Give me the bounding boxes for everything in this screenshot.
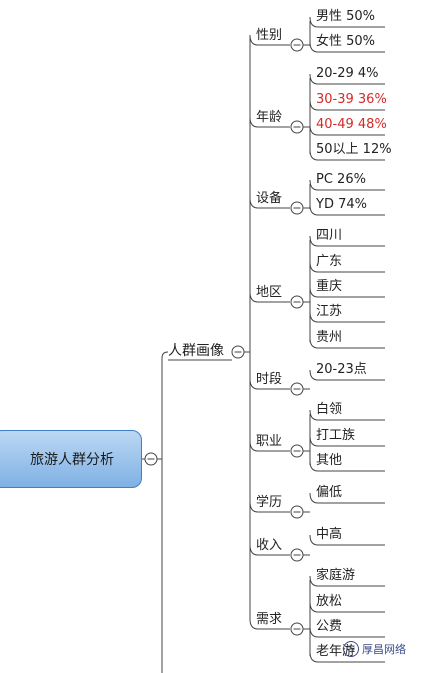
leaf-underline-region-1 (309, 261, 385, 273)
leaf-node-age-3[interactable]: 50以上 12% (316, 142, 392, 157)
category-collapse-icon-region[interactable] (290, 295, 304, 309)
leaf-underline-time-0 (309, 369, 385, 381)
category-label-gender[interactable]: 性别 (256, 28, 283, 43)
category-collapse-icon-device[interactable] (290, 201, 304, 215)
watermark-logo-icon: ◎ (343, 641, 359, 657)
category-label-age[interactable]: 年龄 (256, 110, 283, 125)
leaf-node-job-2[interactable]: 其他 (316, 453, 343, 468)
leaf-node-job-1[interactable]: 打工族 (316, 428, 356, 443)
leaf-node-income-0[interactable]: 中高 (316, 527, 343, 542)
category-underline-device (249, 197, 290, 209)
leaf-node-region-0[interactable]: 四川 (316, 228, 343, 243)
root-label: 旅游人群分析 (30, 452, 114, 468)
root-node[interactable]: 旅游人群分析 (0, 430, 142, 488)
category-underline-job (249, 440, 290, 452)
leaf-underline-need-2 (309, 626, 385, 638)
category-label-device[interactable]: 设备 (256, 191, 283, 206)
category-collapse-icon-job[interactable] (290, 444, 304, 458)
leaf-underline-income-0 (309, 534, 385, 546)
category-underline-edu (249, 501, 290, 513)
leaf-node-gender-0[interactable]: 男性 50% (316, 9, 376, 24)
leaf-underline-gender-0 (309, 16, 385, 28)
leaf-node-age-2[interactable]: 40-49 48% (316, 117, 387, 132)
leaf-node-need-1[interactable]: 放松 (316, 594, 343, 609)
leaf-underline-need-1 (309, 601, 385, 613)
category-label-time[interactable]: 时段 (256, 372, 283, 387)
leaf-node-time-0[interactable]: 20-23点 (316, 362, 367, 377)
leaf-node-edu-0[interactable]: 偏低 (316, 485, 343, 500)
hub-collapse-icon[interactable] (231, 345, 245, 359)
category-label-need[interactable]: 需求 (256, 612, 283, 627)
watermark: ◎ 厚昌网络 (343, 641, 406, 657)
leaf-underline-age-0 (309, 73, 385, 85)
root-to-hub (161, 351, 169, 459)
leaf-underline-need-3 (309, 651, 385, 663)
leaf-node-need-2[interactable]: 公费 (316, 619, 343, 634)
category-underline-gender (249, 34, 290, 46)
leaf-underline-age-3 (309, 149, 385, 161)
category-collapse-icon-edu[interactable] (290, 505, 304, 519)
category-underline-time (249, 378, 290, 390)
leaf-node-region-4[interactable]: 贵州 (316, 330, 343, 345)
leaf-underline-region-2 (309, 286, 385, 298)
leaf-underline-gender-1 (309, 41, 385, 53)
leaf-node-region-3[interactable]: 江苏 (316, 304, 343, 319)
leaf-underline-edu-0 (309, 492, 385, 504)
leaf-underline-job-0 (309, 409, 385, 421)
leaf-underline-region-3 (309, 311, 385, 323)
category-collapse-icon-time[interactable] (290, 382, 304, 396)
category-collapse-icon-income[interactable] (290, 548, 304, 562)
root-collapse-icon[interactable] (144, 452, 158, 466)
leaf-underline-device-0 (309, 179, 385, 191)
category-underline-region (249, 291, 290, 303)
category-collapse-icon-need[interactable] (290, 622, 304, 636)
root-trunk-down (157, 458, 163, 673)
category-label-job[interactable]: 职业 (256, 434, 283, 449)
category-collapse-icon-gender[interactable] (290, 38, 304, 52)
watermark-text: 厚昌网络 (362, 643, 406, 656)
leaf-node-region-1[interactable]: 广东 (316, 254, 343, 269)
leaf-underline-job-2 (309, 460, 385, 472)
leaf-node-job-0[interactable]: 白领 (316, 402, 343, 417)
leaf-node-need-0[interactable]: 家庭游 (316, 568, 356, 583)
category-underline-need (249, 618, 290, 630)
leaf-underline-device-1 (309, 204, 385, 216)
leaf-underline-need-0 (309, 575, 385, 587)
hub-node-label[interactable]: 人群画像 (168, 343, 224, 359)
category-label-edu[interactable]: 学历 (256, 495, 283, 510)
leaf-node-device-1[interactable]: YD 74% (316, 197, 367, 212)
category-label-income[interactable]: 收入 (256, 538, 283, 553)
leaf-underline-age-2 (309, 124, 385, 136)
leaf-underline-job-1 (309, 435, 385, 447)
leaf-underline-region-0 (309, 235, 385, 247)
leaf-node-age-0[interactable]: 20-29 4% (316, 66, 379, 81)
category-underline-age (249, 116, 290, 128)
leaf-node-device-0[interactable]: PC 26% (316, 172, 366, 187)
leaf-underline-age-1 (309, 99, 385, 111)
category-collapse-icon-age[interactable] (290, 120, 304, 134)
leaf-underline-region-4 (309, 337, 385, 349)
category-underline-income (249, 544, 290, 556)
category-label-region[interactable]: 地区 (256, 285, 283, 300)
leaf-node-gender-1[interactable]: 女性 50% (316, 34, 376, 49)
leaf-node-region-2[interactable]: 重庆 (316, 279, 343, 294)
leaf-node-age-1[interactable]: 30-39 36% (316, 92, 387, 107)
